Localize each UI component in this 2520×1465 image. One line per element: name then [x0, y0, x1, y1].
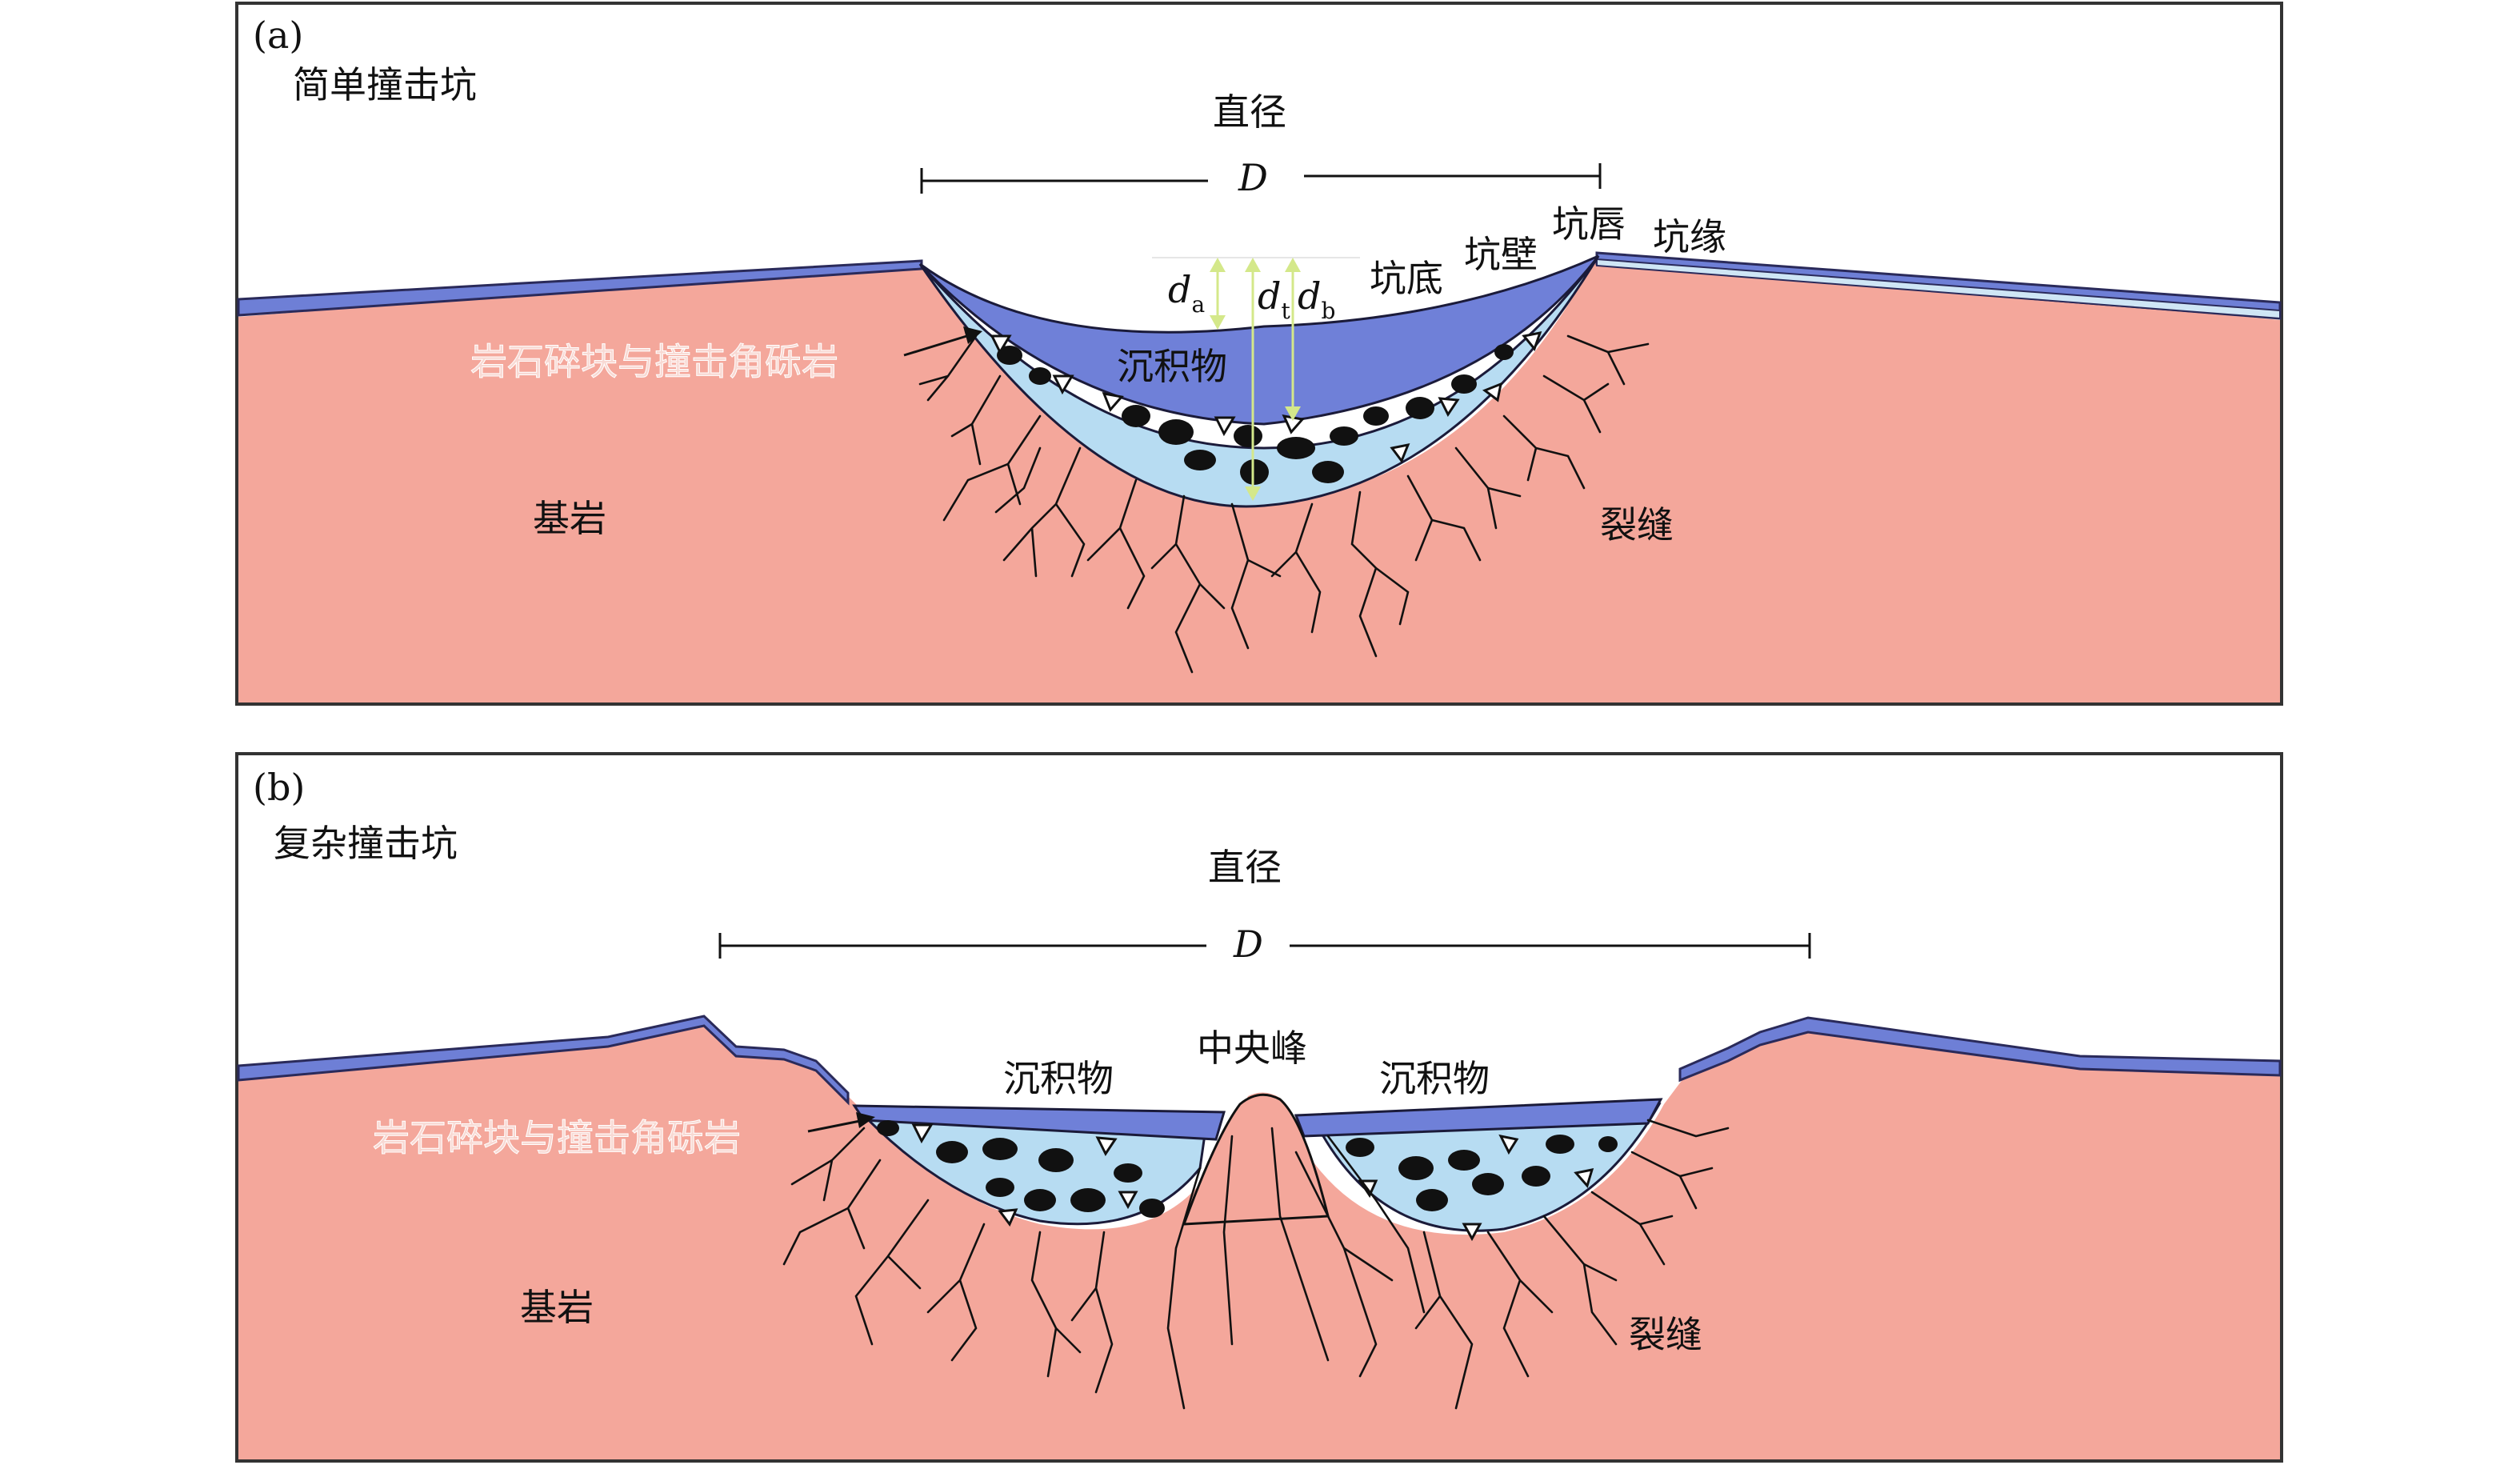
panel-a-diameter-label: 直径 — [1213, 90, 1286, 134]
panel-a-breccia-pointer — [903, 326, 982, 357]
depth-label-t: dt — [1258, 274, 1290, 324]
panel-a-tag: (a) — [253, 14, 303, 57]
panel-a-surface-cover-right-inner — [1596, 258, 2281, 320]
panel-a-diameter-symbol: D — [1238, 156, 1268, 199]
panel-b-diameter-symbol: D — [1233, 923, 1263, 966]
depth-label-b: db — [1298, 274, 1335, 324]
panel-a-edge-label: 坑缘 — [1653, 215, 1726, 258]
panel-b-bedrock-label: 基岩 — [520, 1286, 594, 1329]
panel-b-title: 复杂撞击坑 — [274, 822, 458, 865]
panel-b-sediment-right-label: 沉积物 — [1379, 1057, 1490, 1100]
panel-a-title: 简单撞击坑 — [293, 63, 477, 106]
panel-a-fracture-label: 裂缝 — [1600, 503, 1674, 546]
panel-a-fractures — [918, 334, 1650, 674]
panel-b: (b) 复杂撞击坑 直径 D 中央峰 沉积物 沉积物 岩石碎块与撞击角砾岩 基岩… — [235, 752, 2283, 1463]
panel-b-breccia-pointer — [807, 1112, 875, 1133]
panel-b-bedrock — [238, 1016, 2280, 1459]
panel-b-sediment-right — [1294, 1098, 1663, 1138]
panel-b-surface-cover-left — [237, 1015, 850, 1106]
panel-b-tag: (b) — [253, 766, 305, 809]
panel-a-breccia-label: 岩石碎块与撞击角砾岩 — [470, 340, 838, 383]
panel-a-rock-fragments — [990, 331, 1542, 485]
panel-b-breccia-label: 岩石碎块与撞击角砾岩 — [373, 1116, 741, 1159]
panel-a-diameter-bar — [920, 163, 1602, 194]
panel-a-bedrock — [238, 256, 2280, 702]
panel-b-surface-cover-right — [1678, 1016, 2282, 1083]
panel-a-floor-label: 坑底 — [1370, 257, 1443, 300]
panel-a-depth-labels: da dt db — [1168, 268, 1335, 324]
panel-b-breccia-left — [853, 1106, 1210, 1226]
panel-a-depth-arrows — [1152, 257, 1360, 501]
panel-b-central-peak — [1182, 1093, 1330, 1226]
panel-a-surface-cover-left — [237, 259, 923, 317]
panel-b-fracture-label: 裂缝 — [1629, 1313, 1702, 1356]
panel-a-wall-label: 坑壁 — [1464, 233, 1538, 276]
depth-label-a: da — [1168, 268, 1205, 318]
panel-a-bedrock-label: 基岩 — [533, 497, 606, 540]
panel-a: (a) 简单撞击坑 直径 D 坑底 坑壁 坑唇 坑缘 沉积物 岩石碎块与撞击角砾… — [235, 2, 2283, 706]
panel-a-sediment — [918, 254, 1600, 426]
panel-b-diameter-bar — [718, 933, 1811, 959]
panel-b-diameter-label: 直径 — [1208, 846, 1282, 889]
panel-b-breccia-right — [1310, 1103, 1662, 1232]
panel-b-fractures — [782, 1119, 1730, 1410]
panel-a-sediment-label: 沉积物 — [1117, 345, 1227, 388]
panel-b-rock-fragments — [877, 1120, 1618, 1242]
panel-b-central-peak-label: 中央峰 — [1197, 1027, 1307, 1070]
panel-a-rim-label: 坑唇 — [1552, 202, 1626, 246]
panel-b-sediment-left-label: 沉积物 — [1003, 1057, 1114, 1100]
